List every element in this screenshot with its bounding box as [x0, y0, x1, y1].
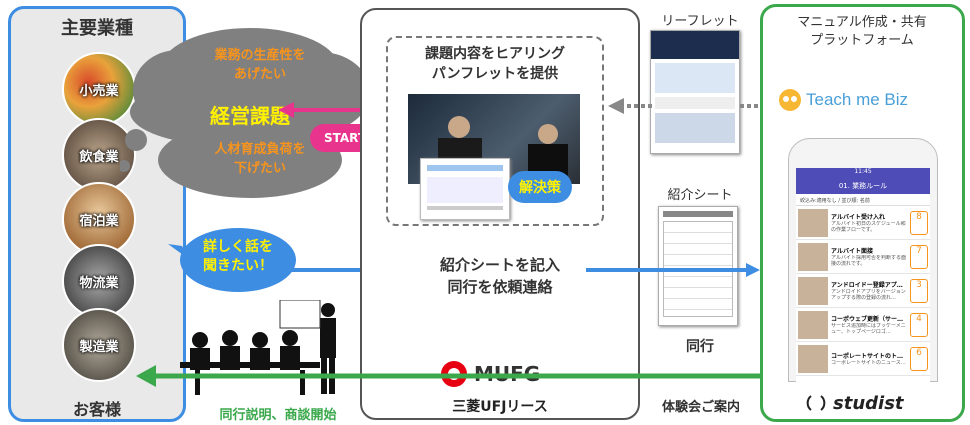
steps-count: 6 — [916, 347, 922, 358]
industry-restaurant: 飲食業 — [62, 118, 136, 192]
industry-label: 宿泊業 — [79, 213, 119, 229]
goal-training: 人材育成負荷を 下げたい — [175, 140, 345, 178]
hearing-text: 課題内容をヒアリング パンフレットを提供 — [386, 44, 604, 84]
dotted-arrow — [608, 98, 652, 114]
solution-badge: 解決策 — [508, 171, 572, 203]
request-line: 紹介シートを記入 — [439, 256, 560, 274]
phone-list-item[interactable]: アルバイト受け入れアルバイト初日のスケジュール和の作業フローです。 8 — [796, 206, 930, 240]
phone-list-item[interactable]: アルバイト面接アルバイト採用可否を判断する面接の流れです。 7 — [796, 240, 930, 274]
mufg-company-name: 三菱UFJリース — [452, 399, 548, 415]
item-title: コーポウェブ更新（サー… — [831, 316, 904, 323]
cloud-text: あげたい — [233, 67, 286, 82]
inquiry-bubble: 詳しく話を 聞きたい！ — [186, 238, 290, 276]
cloud-text: 業務の生産性を — [214, 48, 306, 63]
item-title: アルバイト面接 — [831, 248, 873, 255]
steps-badge: 7 — [910, 244, 928, 269]
industry-label: 物流業 — [79, 275, 119, 291]
industry-label: 小売業 — [79, 83, 119, 99]
bubble-text: 詳しく話を — [203, 239, 273, 255]
leaflet-thumb — [650, 30, 740, 154]
teachme-text: Teach me Biz — [806, 90, 909, 109]
speech-bubble-shape — [168, 228, 296, 292]
request-line: 同行を依頼連絡 — [447, 278, 553, 296]
teachme-mascot-icon — [779, 89, 801, 111]
hearing-box — [386, 36, 604, 226]
item-desc: アンドロイドアプリをバージョンアップする際の登録の流れ… — [831, 289, 906, 301]
platform-title: マニュアル作成・共有 プラットフォーム — [762, 14, 962, 50]
item-desc: コーポレートサイトのニュース… — [831, 360, 906, 366]
industries-title: 主要業種 — [61, 18, 133, 39]
explain-label: 同行説明、商談開始 — [219, 408, 337, 423]
accompany-label: 同行 — [686, 339, 714, 355]
phone-list-item[interactable]: アンドロイドー登録アプ…アンドロイドアプリをバージョンアップする際の登録の流れ…… — [796, 274, 930, 308]
item-desc: アルバイト初日のスケジュール和の作業フローです。 — [831, 221, 906, 233]
management-issue: 経営課題 — [210, 104, 290, 128]
bubble-text: 聞きたい！ — [203, 258, 273, 274]
pamphlet-thumb — [420, 158, 510, 220]
platform-line: マニュアル作成・共有 — [797, 15, 927, 30]
studist-circle-icon — [806, 395, 826, 411]
steps-count: 3 — [916, 279, 922, 290]
industry-manufacturing: 製造業 — [62, 308, 136, 382]
industry-label: 製造業 — [79, 339, 119, 355]
item-thumbnail — [798, 208, 828, 237]
phone-list-item[interactable]: コーポウェブ更新（サー…サービス追加時にはブッケーメニュー、トップページロゴ… 4 — [796, 308, 930, 342]
phone-header: 01. 業務ルール — [796, 178, 930, 194]
industry-label: 飲食業 — [79, 149, 119, 165]
item-title: コーポレートサイトのト… — [831, 353, 904, 360]
item-title: アンドロイドー登録アプ… — [831, 282, 903, 289]
phone-time: 11:45 — [796, 168, 930, 178]
steps-count: 8 — [916, 211, 922, 222]
phone-search: 絞込み:適用なし / 並び順: 名前 — [796, 194, 930, 206]
goal-productivity: 業務の生産性を あげたい — [175, 46, 345, 84]
studist-logo: studist — [805, 392, 945, 414]
steps-badge: 6 — [910, 346, 928, 371]
blue-arrow-to-right — [586, 263, 760, 277]
steps-count: 4 — [916, 313, 922, 324]
customer-label: お客様 — [72, 400, 121, 419]
item-title: アルバイト受け入れ — [831, 214, 885, 221]
item-desc: サービス追加時にはブッケーメニュー、トップページロゴ… — [831, 323, 906, 335]
intro-sheet-request: 紹介シートを記入 同行を依頼連絡 — [366, 254, 634, 298]
item-thumbnail — [798, 276, 828, 305]
industry-logistics: 物流業 — [62, 244, 136, 318]
cloud-text: 人材育成負荷を — [214, 142, 306, 157]
steps-badge: 4 — [910, 312, 928, 337]
phone-list-item[interactable]: コーポレートサイトのト…コーポレートサイトのニュース… 6 — [796, 342, 930, 376]
hearing-line: パンフレットを提供 — [431, 66, 559, 82]
trial-label: 体験会ご案内 — [661, 400, 740, 415]
item-thumbnail — [798, 344, 828, 373]
item-desc: アルバイト採用可否を判断する面接の流れです。 — [831, 255, 906, 267]
green-arrow — [136, 365, 776, 387]
steps-badge: 3 — [910, 278, 928, 303]
item-thumbnail — [798, 310, 828, 339]
hearing-line: 課題内容をヒアリング — [425, 46, 565, 62]
phone-list: アルバイト受け入れアルバイト初日のスケジュール和の作業フローです。 8 アルバイト面… — [796, 206, 930, 376]
steps-badge: 8 — [910, 210, 928, 235]
intro-sheet-label: 紹介シート — [667, 188, 733, 203]
teachme-logo: Teach me Biz — [778, 88, 964, 112]
phone-screen: 11:45 01. 業務ルール 絞込み:適用なし / 並び順: 名前 アルバイト… — [796, 168, 930, 382]
steps-count: 7 — [916, 245, 922, 256]
platform-line: プラットフォーム — [810, 33, 914, 48]
leaflet-label: リーフレット — [661, 14, 739, 29]
item-thumbnail — [798, 242, 828, 271]
studist-text: studist — [833, 392, 904, 414]
cloud-text: 下げたい — [233, 161, 286, 176]
